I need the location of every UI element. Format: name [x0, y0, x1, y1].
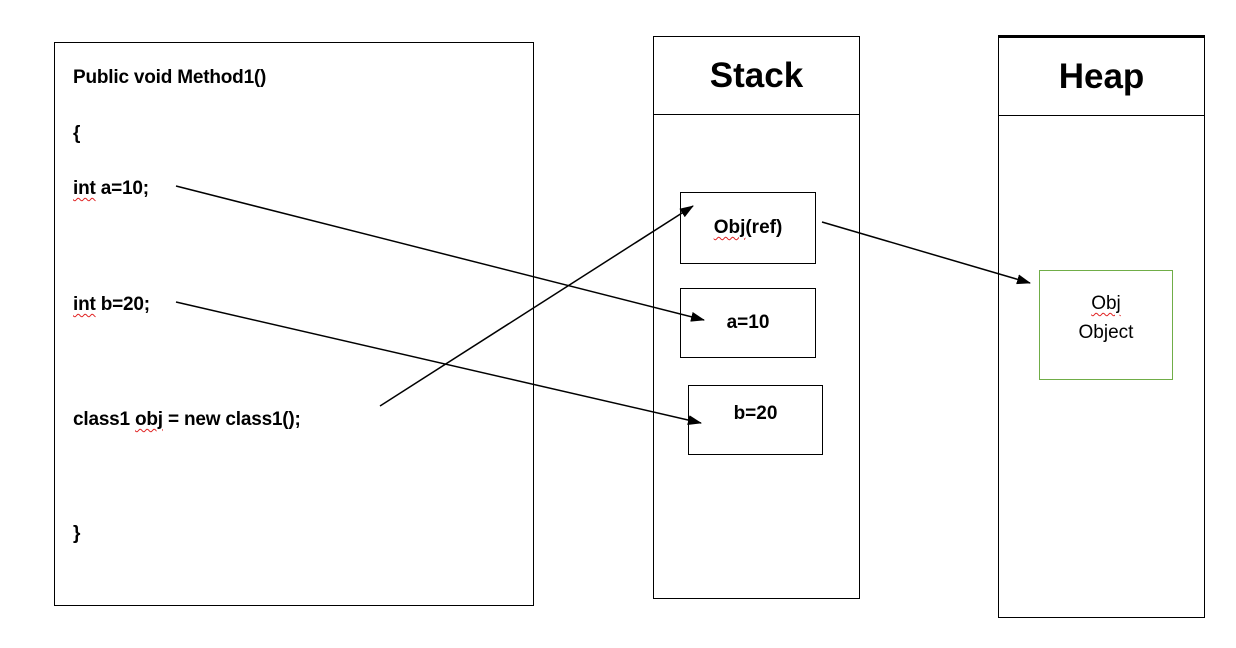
close-brace: }	[73, 523, 81, 544]
code-line-new-object: class1 obj = new class1();	[73, 409, 301, 431]
code-panel: Public void Method1() { int a=10; int b=…	[54, 42, 534, 606]
int-b-statement: b=20;	[95, 294, 150, 315]
stack-cell-a: a=10	[680, 288, 816, 358]
int-keyword-b: int	[73, 294, 96, 315]
int-keyword-a: int	[73, 178, 96, 199]
heap-title: Heap	[999, 38, 1204, 116]
new-object-expression: = new class1();	[162, 409, 301, 430]
class-type: class1	[73, 409, 135, 430]
stack-cell-obj-ref: Obj(ref)	[680, 192, 816, 264]
obj-ref-name: Obj	[713, 217, 746, 238]
obj-variable: obj	[135, 409, 163, 430]
heap-object-label: Object	[1078, 322, 1134, 343]
method-signature: Public void Method1()	[73, 67, 267, 88]
heap-object: Obj Object	[1039, 270, 1173, 380]
heap-object-name: Obj	[1091, 293, 1121, 314]
code-line-int-a: int a=10;	[73, 178, 149, 200]
open-brace: {	[73, 123, 81, 144]
int-a-statement: a=10;	[95, 178, 149, 199]
stack-title: Stack	[654, 37, 859, 115]
obj-ref-suffix: (ref)	[745, 217, 783, 238]
stack-cell-b: b=20	[688, 385, 823, 455]
code-line-int-b: int b=20;	[73, 294, 150, 316]
